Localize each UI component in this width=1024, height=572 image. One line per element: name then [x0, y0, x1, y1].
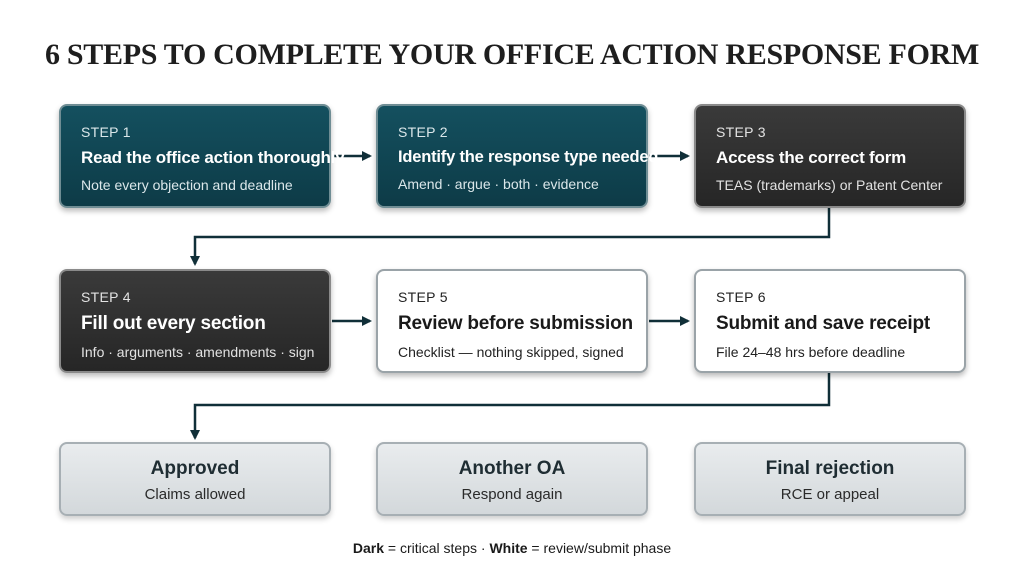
page-title: 6 STEPS TO COMPLETE YOUR OFFICE ACTION R…: [45, 38, 979, 71]
outcome-approved-detail: Claims allowed: [144, 486, 246, 503]
arrow-step3-step4: [190, 208, 831, 266]
step-2-box: STEP 2 Identify the response type needed…: [376, 104, 659, 208]
step-4-box: STEP 4 Fill out every section Info · arg…: [59, 269, 331, 373]
outcome-final-rejection-detail: RCE or appeal: [780, 486, 880, 503]
step-1-number: STEP 1: [81, 124, 131, 140]
step-6-heading: Submit and save receipt: [716, 313, 930, 334]
step-6-box: STEP 6 Submit and save receipt File 24–4…: [694, 269, 966, 373]
step-4-heading: Fill out every section: [81, 313, 266, 334]
step-2-heading: Identify the response type needed: [398, 148, 659, 166]
outcome-final-rejection: Final rejection RCE or appeal: [694, 442, 966, 516]
step-3-box: STEP 3 Access the correct form TEAS (tra…: [694, 104, 966, 208]
legend-white-text: = review/submit phase: [527, 540, 672, 556]
legend: Dark = critical steps · White = review/s…: [0, 540, 1024, 556]
step-4-detail: Info · arguments · amendments · sign: [81, 344, 315, 360]
outcome-another-oa-detail: Respond again: [461, 486, 563, 503]
step-2-detail: Amend · argue · both · evidence: [398, 176, 599, 192]
step-4-number: STEP 4: [81, 289, 131, 305]
step-6-number: STEP 6: [716, 289, 766, 305]
step-5-heading: Review before submission: [398, 313, 633, 334]
outcome-approved: Approved Claims allowed: [59, 442, 331, 516]
outcome-final-rejection-heading: Final rejection: [765, 458, 895, 479]
legend-dark-text: = critical steps ·: [384, 540, 490, 556]
outcome-another-oa-heading: Another OA: [458, 458, 566, 479]
step-3-detail: TEAS (trademarks) or Patent Center: [716, 177, 943, 193]
step-3-heading: Access the correct form: [716, 148, 907, 167]
step-1-detail: Note every objection and deadline: [81, 177, 293, 193]
step-5-detail: Checklist — nothing skipped, signed: [398, 344, 624, 360]
outcome-another-oa: Another OA Respond again: [376, 442, 648, 516]
legend-white-label: White: [489, 540, 528, 556]
outcome-approved-heading: Approved: [150, 458, 240, 479]
step-5-number: STEP 5: [398, 289, 448, 305]
step-1-box: STEP 1 Read the office action thoroughly…: [59, 104, 345, 208]
step-2-number: STEP 2: [398, 124, 448, 140]
arrow-step6-outcomes: [190, 373, 831, 440]
step-1-heading: Read the office action thoroughly: [81, 148, 345, 167]
step-3-number: STEP 3: [716, 124, 766, 140]
step-5-box: STEP 5 Review before submission Checklis…: [376, 269, 648, 373]
legend-dark-label: Dark: [352, 540, 385, 556]
step-6-detail: File 24–48 hrs before deadline: [716, 344, 906, 360]
